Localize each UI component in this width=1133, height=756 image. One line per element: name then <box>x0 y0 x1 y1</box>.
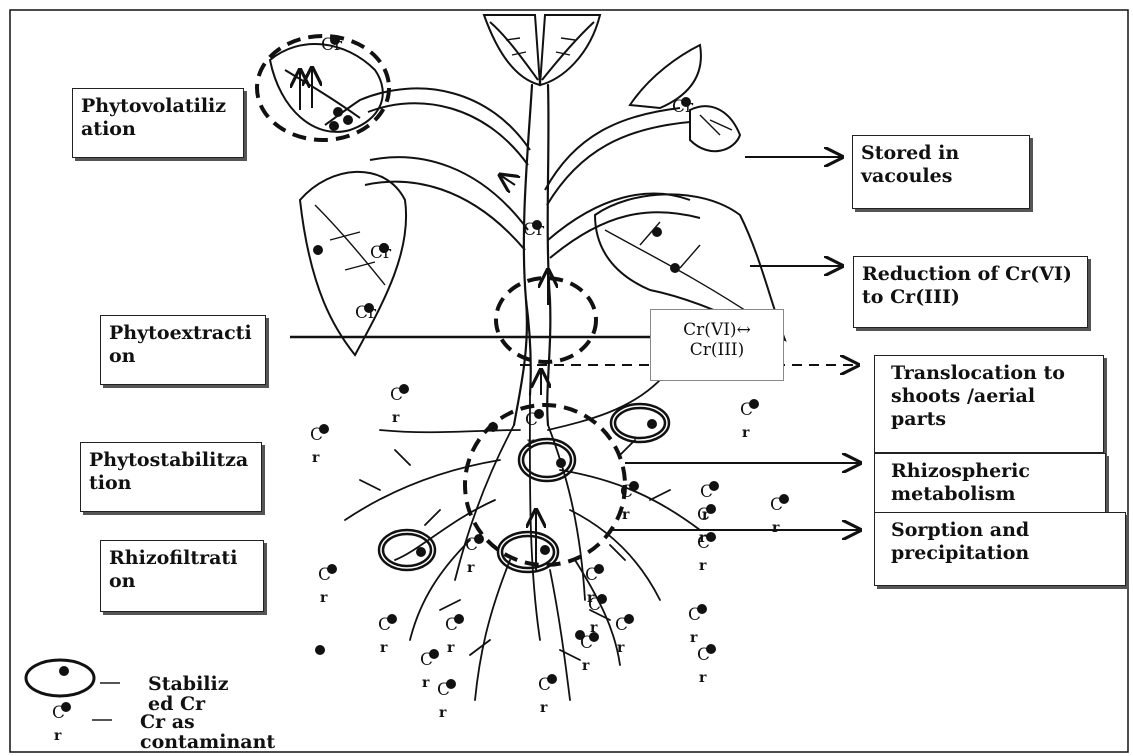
upper-right-branch <box>545 45 740 205</box>
cr-marker-c: C <box>697 505 710 525</box>
legend-stabilized-dot <box>59 666 69 676</box>
cr-marker-r: r <box>467 560 475 576</box>
cr-marker-c: C <box>445 615 458 635</box>
cr-particle-dot <box>343 115 353 125</box>
phytostabilization-label: Phytostabilitza tion <box>80 442 262 512</box>
rhizofiltration-label: Rhizofiltrati on <box>100 540 264 612</box>
cr-marker-c: C <box>620 482 633 502</box>
cr-marker-c: C <box>697 645 710 665</box>
cr-particle-dot <box>575 630 585 640</box>
cr-marker-r: r <box>699 558 707 574</box>
cr-marker-r: r <box>392 410 400 426</box>
cr-marker-r: r <box>54 728 62 744</box>
cr-marker-r: r <box>617 640 625 656</box>
phytoextraction-label: Phytoextracti on <box>100 315 266 385</box>
middle-left-branch <box>300 157 528 355</box>
cr-marker-c: C <box>465 535 478 555</box>
cr-particle-dot <box>670 263 680 273</box>
cr-marker-r: r <box>742 425 750 441</box>
cr-marker-r: r <box>622 507 630 523</box>
cr-marker-c: C <box>378 615 391 635</box>
cr-marker-r: r <box>447 640 455 656</box>
cr-particle-dot <box>488 422 498 432</box>
stem-extraction-circle <box>496 278 596 362</box>
cr-marker-c: C <box>538 675 551 695</box>
root-system <box>345 380 700 700</box>
legend-dashes <box>92 683 120 720</box>
cr-marker-r: r <box>312 450 320 466</box>
cr-equilibrium-label: Cr(VI)↔ Cr(III) <box>650 309 784 381</box>
cr-marker-c: C <box>697 533 710 553</box>
cr-marker-c: C <box>585 565 598 585</box>
cr-particle-dot <box>329 121 339 131</box>
cr-marker-label: Cr <box>355 303 377 323</box>
cr-marker-r: r <box>582 658 590 674</box>
cr-marker-r: r <box>380 640 388 656</box>
cr-marker-r: r <box>527 435 535 451</box>
cr-marker-r: r <box>699 670 707 686</box>
upper-left-branch <box>270 44 530 165</box>
sorption-precipitation-label: Sorption and precipitation <box>874 512 1126 586</box>
legend-stabilized-text: Stabiliz ed Cr <box>148 674 229 714</box>
reduction-cr-label: Reduction of Cr(VI) to Cr(III) <box>853 256 1088 328</box>
cr-marker-label: Cr <box>672 97 694 117</box>
cr-marker-r: r <box>540 700 548 716</box>
cr-marker-c: C <box>770 495 783 515</box>
cr-marker-label: Cr <box>523 220 545 240</box>
cr-marker-r: r <box>439 705 447 721</box>
cr-marker-c: C <box>588 595 601 615</box>
cr-particle-dot <box>647 419 657 429</box>
top-sprout-leaves <box>484 15 600 85</box>
cr-particle-dot <box>416 547 426 557</box>
cr-particle-dot <box>652 227 662 237</box>
cr-marker-c: C <box>52 703 65 723</box>
dashed-highlight-circles <box>257 36 625 565</box>
phytovolatilization-label: Phytovolatiliz ation <box>72 88 244 158</box>
cr-marker-c: C <box>700 482 713 502</box>
cr-marker-c: C <box>437 680 450 700</box>
cr-particle-dot <box>540 545 550 555</box>
cr-marker-c: C <box>390 385 403 405</box>
cr-marker-label: Cr <box>321 35 343 55</box>
cr-marker-c: C <box>318 565 331 585</box>
cr-marker-r: r <box>772 520 780 536</box>
cr-marker-c: C <box>615 615 628 635</box>
cr-marker-c: C <box>740 400 753 420</box>
cr-marker-r: r <box>422 675 430 691</box>
cr-particle-dot <box>333 107 343 117</box>
translocation-label: Translocation to shoots /aerial parts <box>874 355 1104 453</box>
cr-marker-r: r <box>320 590 328 606</box>
cr-particle-dot <box>379 243 389 253</box>
cr-particle-dot <box>556 458 566 468</box>
cr-particle-dot <box>315 645 325 655</box>
cr-marker-c: C <box>525 410 538 430</box>
legend-contaminant-text: Cr as contaminant <box>140 712 275 752</box>
cr-marker-c: C <box>310 425 323 445</box>
cr-marker-c: C <box>420 650 433 670</box>
cr-marker-c: C <box>688 605 701 625</box>
legend-stabilized-oval <box>26 660 94 696</box>
cr-marker-r: r <box>690 630 698 646</box>
stored-in-vacuoles-label: Stored in vacoules <box>852 135 1030 209</box>
cr-particle-dot <box>313 245 323 255</box>
